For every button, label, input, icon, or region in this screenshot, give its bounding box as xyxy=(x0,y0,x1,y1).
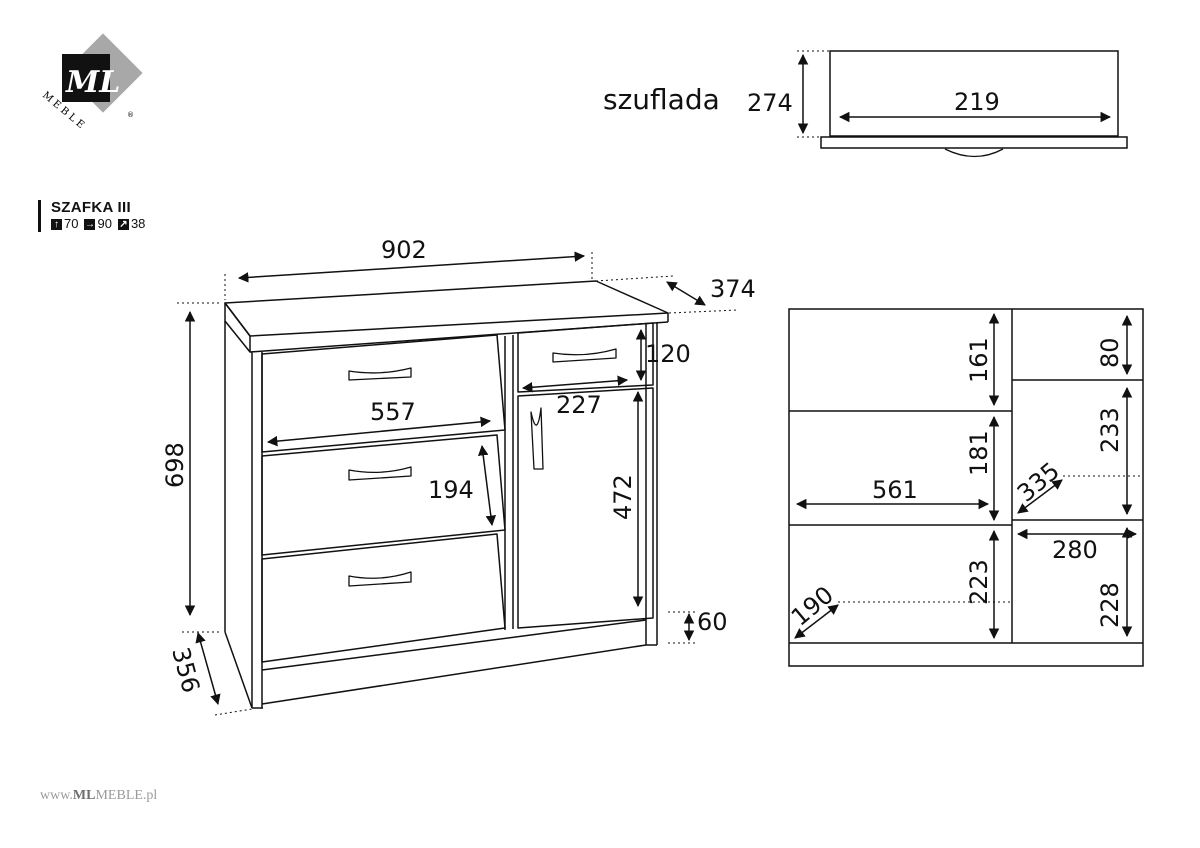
interior-right-bottom-label: 228 xyxy=(1096,582,1124,628)
cabinet-height-label: 698 xyxy=(161,442,189,488)
cabinet-view xyxy=(224,280,669,709)
drawer-height-label: 274 xyxy=(747,89,793,117)
product-specs: ↑ 70 → 90 ↗ 38 xyxy=(51,216,145,232)
interior-right-middle-label: 233 xyxy=(1096,407,1124,453)
door-height-label: 472 xyxy=(609,474,637,520)
small-drawer-width-label: 227 xyxy=(556,391,602,419)
logo-registered: ® xyxy=(127,111,134,119)
interior-right-depth-label: 335 xyxy=(1012,457,1065,508)
spec-depth: ↗ 38 xyxy=(117,216,146,232)
arrow-diagonal-icon: ↗ xyxy=(117,218,129,230)
drawer-label: szuflada xyxy=(603,83,720,116)
drawer-view xyxy=(797,50,1128,158)
cabinet-dimensions xyxy=(177,251,739,716)
drawer-width-label: 219 xyxy=(954,88,1000,116)
spec-height-value: 70 xyxy=(64,216,79,231)
logo-letters: ML xyxy=(65,65,120,100)
cabinet-depth-top-label: 374 xyxy=(710,275,756,303)
interior-left-middle-label: 181 xyxy=(965,430,993,476)
interior-left-width-label: 561 xyxy=(872,476,918,504)
cabinet-depth-side-label: 356 xyxy=(166,644,205,695)
footer-bold: ML xyxy=(72,788,96,803)
website-link[interactable]: www.MLMEBLE.pl xyxy=(40,788,157,804)
product-title: SZAFKA III xyxy=(51,199,131,216)
arrow-right-icon: → xyxy=(84,218,96,230)
interior-left-top-label: 161 xyxy=(965,337,993,383)
plinth-height-label: 60 xyxy=(697,608,728,636)
spec-depth-value: 38 xyxy=(130,216,146,231)
arrow-up-icon: ↑ xyxy=(51,218,62,230)
interior-right-width-label: 280 xyxy=(1052,536,1098,564)
spec-height: ↑ 70 xyxy=(51,216,78,232)
footer-rest: MEBLE.pl xyxy=(95,788,158,803)
drawer-height-dim-label: 194 xyxy=(428,476,474,504)
small-drawer-height-label: 120 xyxy=(645,340,691,368)
product-header: SZAFKA III ↑ 70 → 90 ↗ 38 xyxy=(38,200,145,232)
interior-left-depth-label: 190 xyxy=(786,581,839,632)
interior-right-top-label: 80 xyxy=(1096,337,1124,368)
spec-width-value: 90 xyxy=(97,216,112,231)
drawer-width-dim-label: 557 xyxy=(370,398,416,426)
interior-view xyxy=(788,308,1144,667)
brand-logo: ML ® MEBLE xyxy=(40,33,143,133)
footer-prefix: www. xyxy=(40,788,73,803)
interior-left-bottom-label: 223 xyxy=(965,559,993,605)
cabinet-width-label: 902 xyxy=(381,236,427,264)
spec-width: → 90 xyxy=(84,216,112,232)
